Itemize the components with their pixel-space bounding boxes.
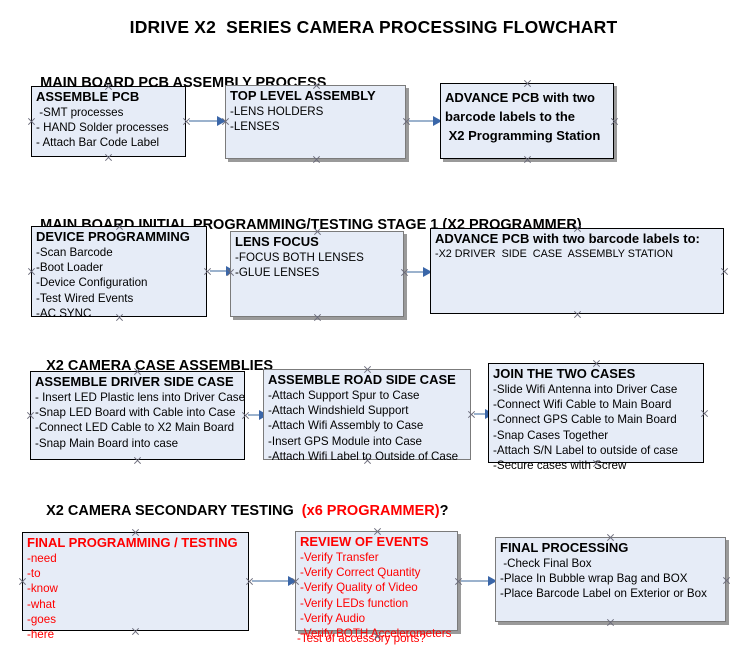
box-line: -goes [27,612,57,626]
box-line: -Test Wired Events [36,291,134,305]
box-line: -LENS HOLDERS [230,105,324,118]
connector-arrow [407,267,432,277]
section-heading-x2-camera-secondary-testing: X2 CAMERA SECONDARY TESTING (x6 PROGRAMM… [30,487,448,535]
connector-arrow [474,409,494,419]
box-title: FINAL PROCESSING [500,540,629,555]
box-line: -Attach Windshield Support [268,404,409,418]
box-line: -Place Barcode Label on Exterior or Box [500,587,707,601]
connector-arrow [252,576,297,586]
page-title: IDRIVE X2 SERIES CAMERA PROCESSING FLOWC… [129,17,618,37]
box-line: - HAND Solder processes [36,121,169,135]
connector-arrow [189,116,226,126]
box-title: ASSEMBLE DRIVER SIDE CASE [35,374,234,389]
box-line: - Insert LED Plastic lens into Driver Ca… [35,391,246,404]
section-heading-text: X2 CAMERA CASE ASSEMBLIES [46,358,274,374]
box-title: DEVICE PROGRAMMING [36,229,190,244]
box-line: -Insert GPS Module into Case [268,434,423,448]
box-line: - Attach Bar Code Label [36,136,160,150]
box-line: -Attach Support Spur to Case [268,389,420,402]
box-title: FINAL PROGRAMMING / TESTING [27,535,238,550]
box-line: -Verify LEDs function [300,596,409,610]
box-line: -Check Final Box [500,557,592,570]
box-title: TOP LEVEL ASSEMBLY [230,88,376,103]
box-line: -Secure cases with Screw [493,459,627,473]
box-title: ADVANCE PCB with two barcode labels to: [435,231,700,246]
connector-arrow [461,576,497,586]
box-line: -X2 DRIVER SIDE CASE ASSEMBLY STATION [435,248,673,260]
box-line: -Connect LED Cable to X2 Main Board [35,421,235,435]
box-line: -Snap Cases Together [493,428,609,442]
section-heading-x2-camera-case-assemblies: X2 CAMERA CASE ASSEMBLIES [30,342,273,390]
box-line: -Verify Audio [300,611,366,625]
box-top-level-assembly[interactable]: TOP LEVEL ASSEMBLY -LENS HOLDERS -LENSES [225,85,406,159]
section-heading-red-text: (x6 PROGRAMMER) [301,503,440,519]
box-title: ASSEMBLE PCB [36,89,140,104]
connector-arrow [210,266,235,276]
box-line: -here [27,628,55,642]
section-heading-tail: ? [439,503,449,519]
box-lens-focus[interactable]: LENS FOCUS -FOCUS BOTH LENSES -GLUE LENS… [230,231,404,317]
box-title: ASSEMBLE ROAD SIDE CASE [268,372,456,387]
box-line: -Boot Loader [36,261,104,275]
box-line: -need [27,552,57,565]
box-final-programming-testing[interactable]: FINAL PROGRAMMING / TESTING -need -to -k… [22,532,249,641]
box-line: -Scan Barcode [36,246,113,259]
box-line: -Verify BOTH Accelerometers [300,627,452,641]
box-line: -what [27,597,56,611]
box-line: -LENSES [230,120,280,134]
box-join-the-two-cases[interactable]: JOIN THE TWO CASES -Slide Wifi Antenna i… [488,363,704,472]
box-assemble-road-side-case[interactable]: ASSEMBLE ROAD SIDE CASE -Attach Support … [263,369,471,463]
box-overflow-line: -Test of accessory ports? [297,632,426,645]
box-assemble-driver-side-case[interactable]: ASSEMBLE DRIVER SIDE CASE - Insert LED P… [30,371,245,460]
box-line: -Attach Wifi Assembly to Case [268,419,424,433]
connector-arrow [409,116,442,126]
box-title: REVIEW OF EVENTS [300,534,429,549]
box-title: LENS FOCUS [235,234,319,249]
box-final-processing[interactable]: FINAL PROCESSING -Check Final Box -Place… [495,537,726,622]
box-line: -Slide Wifi Antenna into Driver Case [493,383,678,396]
box-line: -FOCUS BOTH LENSES [235,251,364,264]
box-line: -Connect Wifi Cable to Main Board [493,398,672,412]
box-assemble-pcb[interactable]: ASSEMBLE PCB -SMT processes - HAND Solde… [31,86,186,157]
box-line: -AC SYNC [36,306,92,320]
box-advance-pcb-programming-station[interactable]: ADVANCE PCB with two barcode labels to t… [440,83,614,159]
box-line: -Device Configuration [36,276,148,290]
box-advance-pcb-driver-side-case[interactable]: ADVANCE PCB with two barcode labels to: … [430,228,724,314]
box-line: -GLUE LENSES [235,266,320,280]
box-line: -Place In Bubble wrap Bag and BOX [500,572,688,586]
box-line: -Verify Transfer [300,551,379,564]
box-line: -Snap LED Board with Cable into Case [35,406,236,420]
box-line: -SMT processes [36,106,124,119]
section-heading-text: X2 CAMERA SECONDARY TESTING [46,503,302,519]
box-line: -Snap Main Board into case [35,436,179,450]
box-line: -Verify Quality of Video [300,581,418,595]
box-line: -Attach Wifi Label to Outside of Case [268,449,459,463]
box-line: -to [27,567,41,581]
box-review-of-events[interactable]: REVIEW OF EVENTS -Verify Transfer -Verif… [295,531,458,640]
box-title: ADVANCE PCB with two barcode labels to t… [445,90,601,143]
box-device-programming[interactable]: DEVICE PROGRAMMING -Scan Barcode -Boot L… [31,226,207,320]
box-title: JOIN THE TWO CASES [493,366,636,381]
box-line: -Attach S/N Label to outside of case [493,443,678,457]
box-line: -know [27,582,58,596]
box-line: -Connect GPS Cable to Main Board [493,413,677,427]
connector-arrow [248,410,268,420]
box-line: -Verify Correct Quantity [300,566,421,580]
